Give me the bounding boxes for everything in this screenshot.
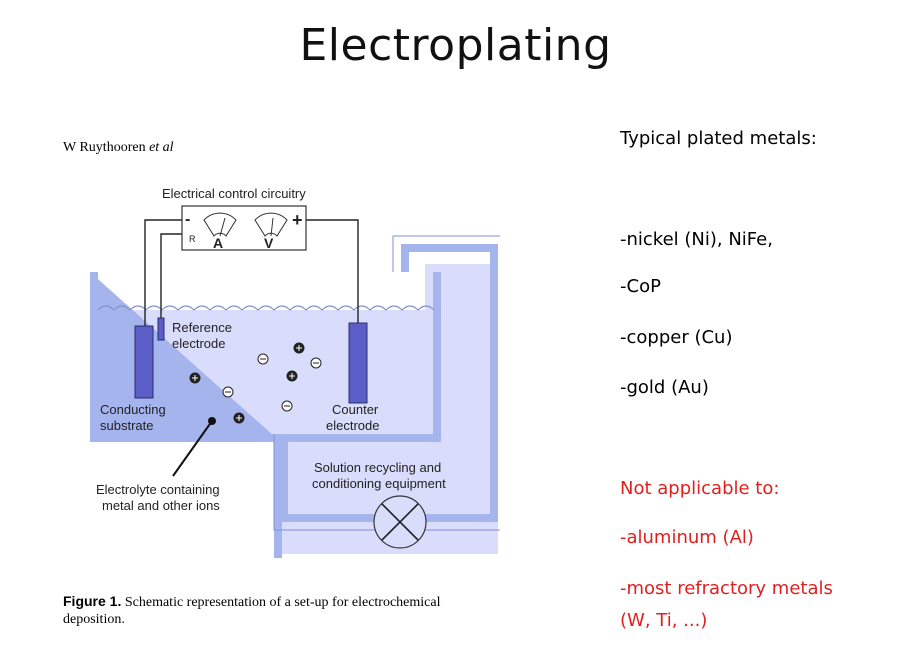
not-applicable-item: -most refractory metals: [620, 578, 833, 599]
recycling-label-2: conditioning equipment: [312, 476, 446, 491]
wire-reference: [160, 233, 182, 320]
anion: [222, 386, 234, 398]
cation: [189, 372, 201, 384]
recycle-inner-bottom: [288, 434, 441, 442]
metal-item: -nickel (Ni), NiFe,: [620, 229, 773, 250]
reference-label-2: electrode: [172, 336, 225, 351]
slide-title: Electroplating: [299, 20, 612, 71]
not-applicable-heading: Not applicable to:: [620, 478, 780, 499]
caption-label: Figure 1.: [63, 593, 122, 609]
voltmeter-label: V: [264, 235, 274, 251]
metal-item: -copper (Cu): [620, 327, 733, 348]
anion: [281, 400, 293, 412]
not-applicable-item: (W, Ti, ...): [620, 610, 708, 631]
tank-wall-right: [433, 272, 441, 442]
minus-sign: -: [185, 211, 190, 228]
reference-electrode: [157, 317, 165, 341]
circuitry-label: Electrical control circuitry: [162, 186, 306, 201]
anion: [257, 353, 269, 365]
recycle-pipe-outer: [273, 235, 500, 531]
cation: [233, 412, 245, 424]
voltmeter-dial: [254, 212, 288, 237]
plated-metals-heading: Typical plated metals:: [620, 128, 817, 149]
author-name: W Ruythooren: [63, 140, 146, 155]
pump-cross: [381, 503, 419, 541]
metal-item: -CoP: [620, 276, 661, 297]
cation: [293, 342, 305, 354]
conducting-label-2: substrate: [100, 418, 153, 433]
electrolyte-label-1: Electrolyte containing: [96, 482, 220, 497]
caption-text: Schematic representation of a set-up for…: [63, 595, 441, 627]
ammeter-dial: [203, 212, 237, 237]
conducting-label-1: Conducting: [100, 402, 166, 417]
wire-counter: [306, 219, 359, 325]
not-applicable-item: -aluminum (Al): [620, 527, 754, 548]
tank-wall-bottom: [90, 434, 282, 442]
ammeter-label: A: [213, 235, 223, 251]
author-etal: et al: [149, 140, 174, 155]
electrolyte: [98, 264, 498, 554]
r-label: R: [189, 234, 196, 244]
wire-substrate: [144, 219, 182, 330]
electroplating-diagram: Electrical control circuitry - + R A V R…: [90, 186, 500, 558]
figure-author: W Ruythooren et al: [63, 140, 174, 156]
control-box: [181, 205, 307, 251]
electrolyte-label-2: metal and other ions: [102, 498, 220, 513]
cation: [286, 370, 298, 382]
electrolyte-pointer-line: [172, 420, 213, 477]
reference-label-1: Reference: [172, 320, 232, 335]
metal-item: -gold (Au): [620, 377, 709, 398]
anion: [310, 357, 322, 369]
counter-electrode: [348, 322, 368, 404]
conducting-substrate-electrode: [134, 325, 154, 399]
figure-caption: Figure 1. Schematic representation of a …: [63, 593, 483, 628]
counter-label-2: electrode: [326, 418, 379, 433]
ions: [189, 342, 322, 424]
counter-label-1: Counter: [332, 402, 379, 417]
water-surface: [97, 305, 435, 311]
recycling-label-1: Solution recycling and: [314, 460, 441, 475]
plus-sign: +: [292, 210, 303, 230]
tank-wall-left: [90, 272, 98, 442]
